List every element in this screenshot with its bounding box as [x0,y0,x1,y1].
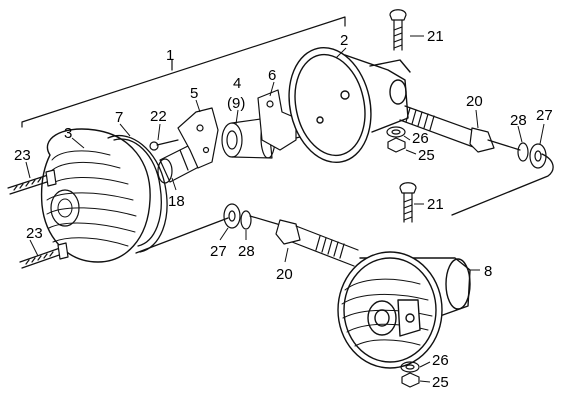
screw-22 [149,139,179,151]
contact-plate [177,107,219,169]
callout-18: 18 [168,193,185,210]
callout-5: 5 [190,85,198,102]
assembly-bracket [21,16,346,128]
leader-lines [25,35,545,383]
lens-screw-lower [19,242,69,269]
callout-26-upper: 26 [412,130,429,147]
lower-lamp [337,251,471,369]
lens-gasket [107,135,168,253]
lens-screw-upper [7,169,57,195]
callout-8: 8 [484,263,492,280]
callout-20-lower: 20 [276,266,293,283]
callout-22: 22 [150,108,167,125]
lower-stem [249,215,359,267]
lower-wire [135,217,229,254]
upper-lens [40,128,151,263]
callout-23-lower: 23 [26,225,43,242]
upper-washers [517,142,547,169]
callout-21-lower: 21 [427,196,444,213]
callout-27-lower: 27 [210,243,227,260]
callout-4: 4 [233,75,241,92]
callout-25-upper: 25 [418,147,435,164]
upper-housing [288,46,411,164]
callout-23-upper: 23 [14,147,31,164]
upper-wire [451,153,554,216]
bolt-21-upper [389,9,407,51]
upper-stem [399,105,521,153]
callout-28-lower: 28 [238,243,255,260]
bolt-21-lower [399,182,417,223]
callout-28-upper: 28 [510,112,527,129]
callout-labels: 1 2 3 4 (9) 5 6 7 8 18 20 20 21 21 22 23… [14,28,553,391]
callout-1: 1 [166,47,174,64]
callout-3: 3 [64,125,72,142]
callout-25-lower: 25 [432,374,449,391]
callout-2: 2 [340,32,348,49]
callout-26-lower: 26 [432,352,449,369]
callout-27-upper: 27 [536,107,553,124]
callout-9: (9) [227,95,245,112]
callout-20-upper: 20 [466,93,483,110]
callout-6: 6 [268,67,276,84]
upper-nut-washer [386,126,406,153]
lower-washers [223,203,252,230]
callout-7: 7 [115,109,123,126]
lower-nut-washer [400,361,420,388]
callout-21-upper: 21 [427,28,444,45]
